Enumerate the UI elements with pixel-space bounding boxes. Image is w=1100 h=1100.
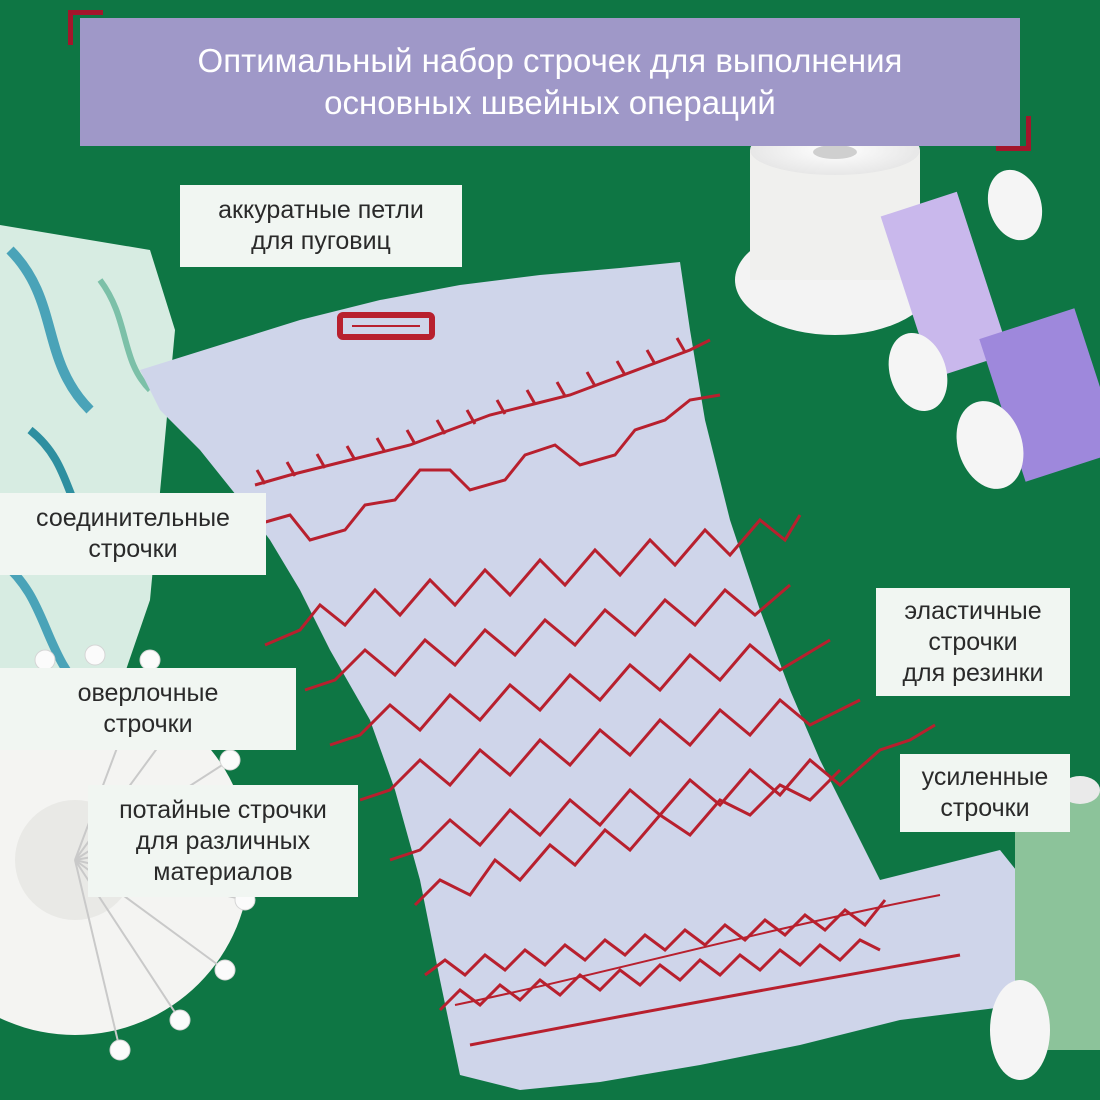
label-blind: потайные строчки для различных материало…	[88, 785, 358, 897]
label-overlock: оверлочные строчки	[0, 668, 296, 750]
banner-title-line-2: основных швейных операций	[324, 84, 776, 121]
title-banner: Оптимальный набор строчек для выполнения…	[80, 18, 1020, 146]
banner-corner-top-left	[68, 10, 103, 45]
label-reinforced-line-1: усиленные	[921, 763, 1049, 791]
green-spool	[990, 776, 1100, 1080]
label-blind-line-1: потайные строчки	[119, 795, 327, 824]
label-connecting-line-1: соединительные	[36, 504, 230, 532]
label-connecting: соединительные строчки	[0, 493, 266, 575]
label-overlock-line-2: строчки	[103, 710, 193, 738]
label-blind-line-2: для различных	[135, 826, 311, 855]
lilac-spool-2	[956, 308, 1100, 489]
label-buttonholes-line-2: для пуговиц	[251, 227, 391, 255]
label-overlock-line-1: оверлочные	[77, 679, 219, 707]
banner-corner-bottom-right	[996, 116, 1031, 151]
label-elastic-line-3: для резинки	[902, 658, 1044, 687]
label-connecting-line-2: строчки	[88, 535, 178, 563]
banner-title-line-1: Оптимальный набор строчек для выполнения	[197, 42, 903, 79]
lilac-spool-1	[880, 169, 1043, 412]
label-buttonholes: аккуратные петли для пуговиц	[180, 185, 462, 267]
stitch-rows	[254, 337, 961, 1047]
fabric-sample	[140, 262, 1060, 1090]
label-blind-line-3: материалов	[153, 857, 293, 886]
label-elastic-line-2: строчки	[928, 627, 1018, 656]
buttonhole-stitch	[337, 312, 435, 340]
label-reinforced-line-2: строчки	[940, 794, 1030, 822]
label-elastic: эластичные строчки для резинки	[876, 588, 1070, 696]
label-reinforced: усиленные строчки	[900, 754, 1070, 832]
label-buttonholes-line-1: аккуратные петли	[218, 196, 424, 224]
label-elastic-line-1: эластичные	[904, 596, 1042, 625]
